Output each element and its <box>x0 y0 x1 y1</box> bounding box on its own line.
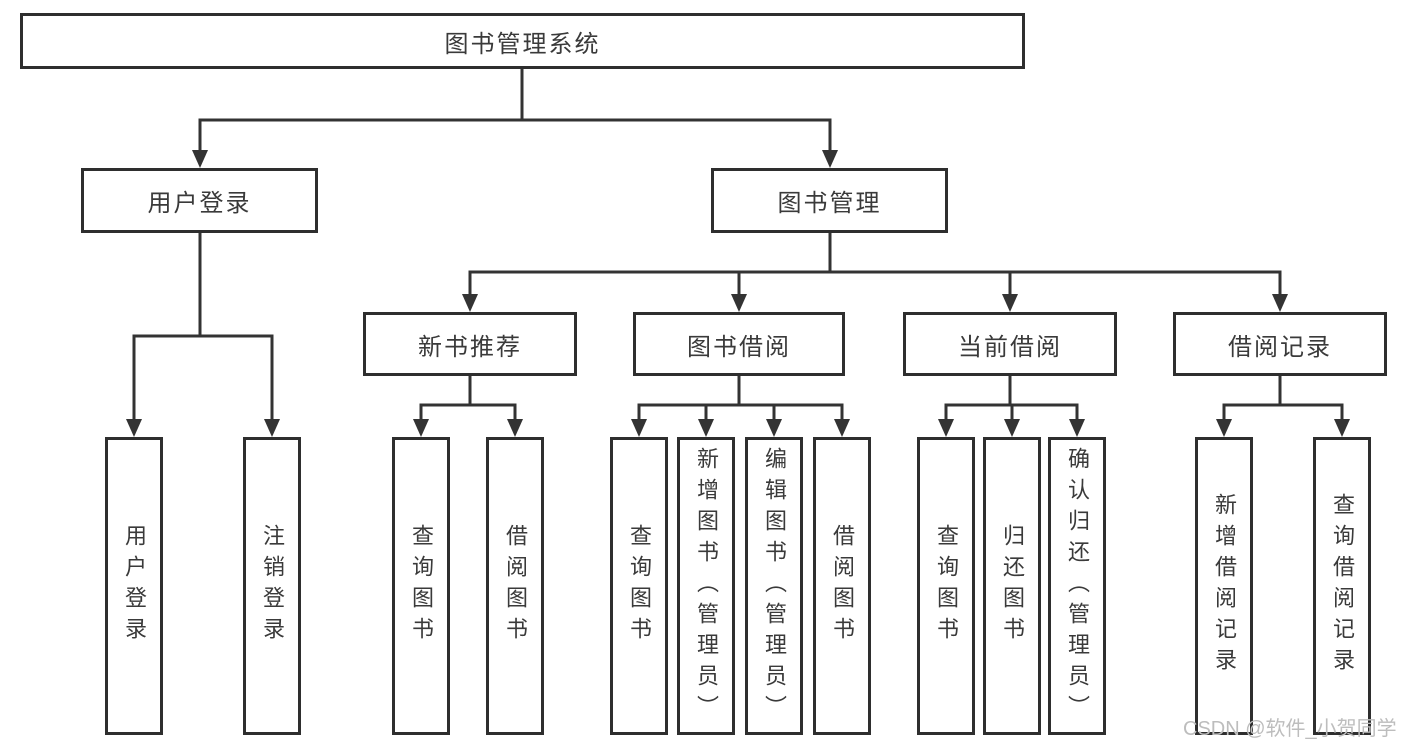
connector-root-to-level2 <box>192 67 838 168</box>
leaf-cb-confirm-return-admin: 确认归还（管理员） <box>1048 437 1106 735</box>
leaf-bb-add-books-admin: 新增图书（管理员） <box>677 437 735 735</box>
node-user-login: 用户登录 <box>81 168 318 233</box>
leaf-user-login: 用户登录 <box>105 437 163 735</box>
node-borrow-records-label: 借阅记录 <box>1228 333 1332 361</box>
connector-current-borrow-to-leaves <box>938 374 1085 437</box>
node-new-book-recommend-label: 新书推荐 <box>418 333 522 361</box>
connector-book-borrow-to-leaves <box>631 374 850 437</box>
csdn-watermark: CSDN @软件_小贺同学 <box>1183 718 1397 740</box>
leaf-bb-edit-books-admin: 编辑图书（管理员） <box>745 437 803 735</box>
leaf-br-query-record: 查询借阅记录 <box>1313 437 1371 735</box>
node-root-label: 图书管理系统 <box>444 30 601 58</box>
leaf-nbr-borrow-books: 借阅图书 <box>486 437 544 735</box>
leaf-nbr-query-books: 查询图书 <box>392 437 450 735</box>
leaf-logout: 注销登录 <box>243 437 301 735</box>
leaf-bb-borrow-books: 借阅图书 <box>813 437 871 735</box>
connector-book-management-to-level3 <box>462 231 1288 312</box>
node-book-management-label: 图书管理 <box>777 190 882 217</box>
node-user-login-label: 用户登录 <box>147 190 252 217</box>
connector-borrow-records-to-leaves <box>1216 374 1350 437</box>
leaf-bb-query-books: 查询图书 <box>610 437 668 735</box>
connector-new-book-recommend-to-leaves <box>413 374 523 437</box>
node-root: 图书管理系统 <box>20 13 1025 69</box>
node-book-borrow-label: 图书借阅 <box>687 333 791 361</box>
connector-user-login-to-leaves <box>126 231 280 437</box>
leaf-br-add-record: 新增借阅记录 <box>1195 437 1253 735</box>
leaf-cb-return-books: 归还图书 <box>983 437 1041 735</box>
node-current-borrow: 当前借阅 <box>903 312 1117 376</box>
leaf-cb-query-books: 查询图书 <box>917 437 975 735</box>
node-borrow-records: 借阅记录 <box>1173 312 1387 376</box>
node-book-borrow: 图书借阅 <box>633 312 845 376</box>
node-current-borrow-label: 当前借阅 <box>958 333 1062 361</box>
node-book-management: 图书管理 <box>711 168 948 233</box>
node-new-book-recommend: 新书推荐 <box>363 312 577 376</box>
